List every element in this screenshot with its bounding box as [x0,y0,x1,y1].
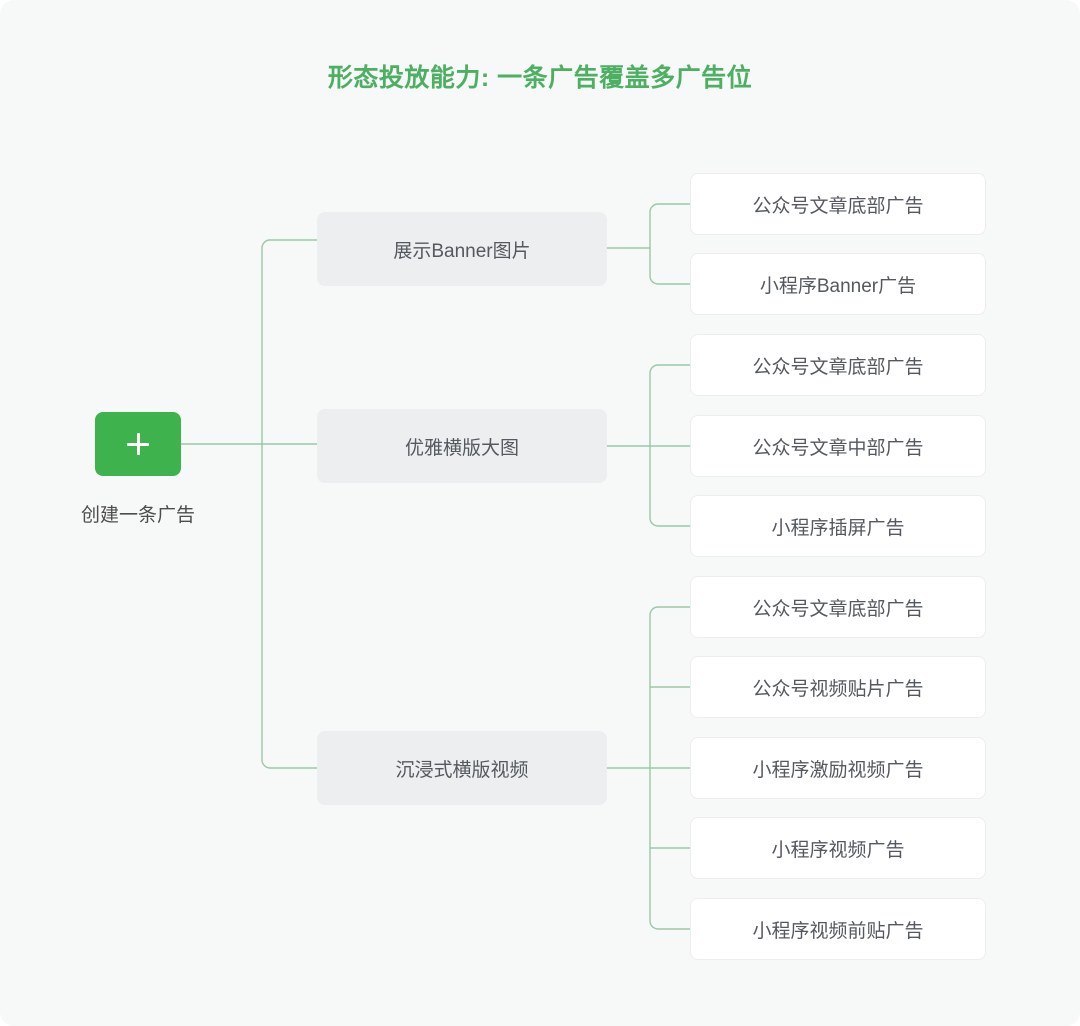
create-ad-button[interactable] [95,412,181,476]
leaf-node[interactable]: 小程序插屏广告 [690,495,986,557]
leaf-node[interactable]: 公众号文章底部广告 [690,173,986,235]
branch-node-immersive-video[interactable]: 沉浸式横版视频 [317,731,607,805]
leaf-node[interactable]: 公众号文章底部广告 [690,334,986,396]
leaf-node[interactable]: 公众号视频贴片广告 [690,656,986,718]
leaf-node[interactable]: 小程序Banner广告 [690,253,986,315]
branch-node-display-banner[interactable]: 展示Banner图片 [317,212,607,286]
page-title: 形态投放能力: 一条广告覆盖多广告位 [327,64,753,92]
leaf-node[interactable]: 公众号文章中部广告 [690,415,986,477]
leaf-node[interactable]: 小程序激励视频广告 [690,737,986,799]
leaf-node[interactable]: 小程序视频前贴广告 [690,898,986,960]
create-ad-label: 创建一条广告 [80,505,195,526]
branch-node-elegant-image[interactable]: 优雅横版大图 [317,409,607,483]
leaf-node[interactable]: 公众号文章底部广告 [690,576,986,638]
leaf-node[interactable]: 小程序视频广告 [690,817,986,879]
plus-icon [127,433,149,455]
